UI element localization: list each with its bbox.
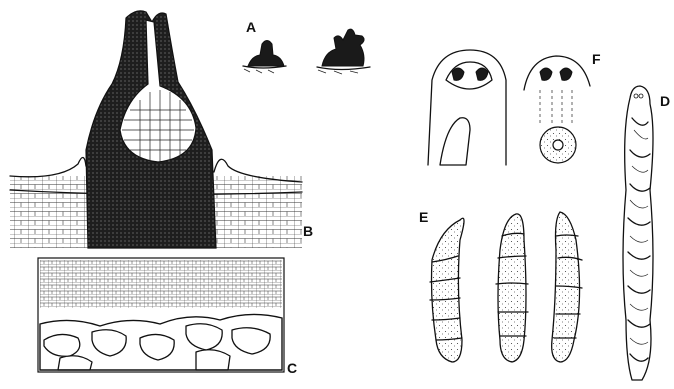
panel-d-drawing [623, 86, 653, 380]
panel-label-a: A [246, 20, 256, 34]
panel-label-e: E [419, 210, 428, 224]
panel-c-drawing [38, 258, 284, 372]
panel-label-d: D [660, 94, 670, 108]
panel-b-drawing [10, 11, 302, 248]
panel-f-drawing [428, 50, 590, 165]
panel-label-c: C [287, 361, 297, 375]
panel-e-drawing [430, 212, 582, 362]
panel-label-b: B [303, 224, 313, 238]
panel-label-f: F [592, 52, 601, 66]
panel-a-drawing [243, 29, 370, 74]
